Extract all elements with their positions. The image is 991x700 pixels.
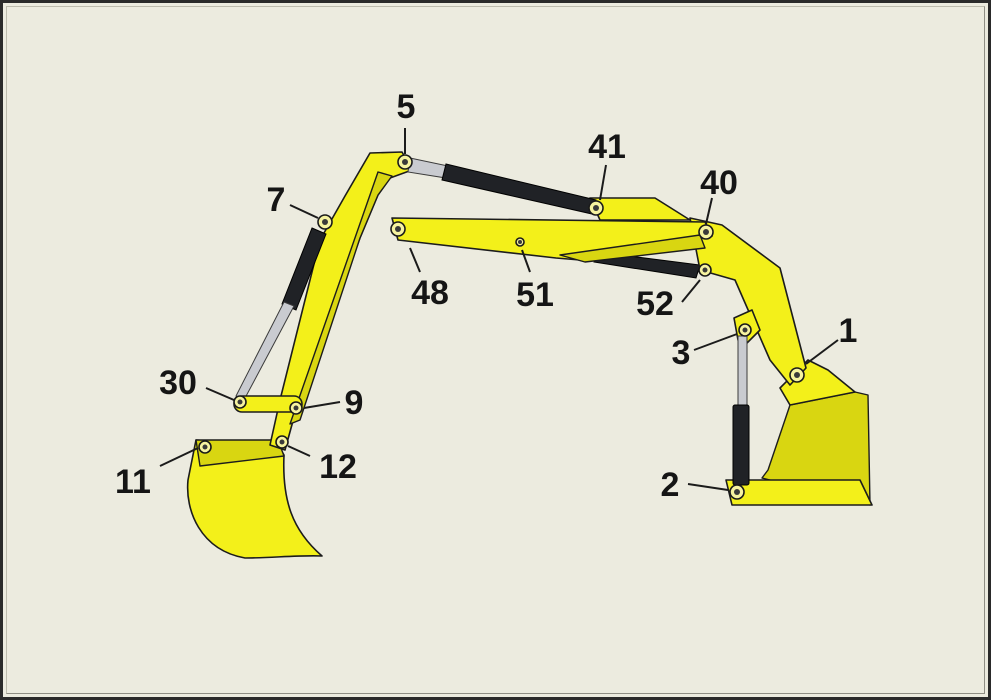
label-11: 11 [115,463,151,501]
pin-48 [390,221,406,237]
leader-40 [705,197,713,225]
pin-41 [588,200,604,216]
pin-2 [729,484,745,500]
label-3: 3 [672,334,691,372]
pin-7 [317,214,333,230]
leader-30 [205,387,235,401]
pin-30 [233,395,247,409]
pin-40 [698,224,714,240]
bucket [186,439,323,559]
main-boom [689,217,807,386]
label-2: 2 [661,466,680,504]
leader-7 [289,204,319,219]
pin-52 [698,263,712,277]
label-41: 41 [588,128,626,166]
upper-beam [391,197,713,263]
leader-11 [159,447,199,467]
leader-9 [303,401,341,409]
label-1: 1 [839,312,858,350]
swing-cylinder-barrel [732,404,750,486]
pin-11 [198,440,212,454]
leader-1 [805,339,839,365]
pin-51 [515,237,525,247]
label-5: 5 [397,88,416,126]
base-plate [725,479,873,506]
label-7: 7 [267,181,286,219]
leader-52 [681,279,701,303]
beam-41-plate [589,197,691,221]
swing-cylinder-rod [737,335,748,411]
label-30: 30 [159,364,197,402]
pin-1 [789,367,805,383]
beam-48-40 [391,217,713,261]
frame-inner-edge [6,6,985,694]
beam-lower-plate [559,234,706,263]
leader-41 [599,164,607,201]
label-48: 48 [411,274,449,312]
boom-lower-arm [689,217,807,386]
leader-lines [159,128,839,491]
bucket-top-plate [195,439,285,467]
arm-cylinder-rod [407,157,449,179]
arm-cylinder-barrel [441,163,597,215]
leader-3 [693,333,738,351]
part-labels: 5 7 48 51 41 40 52 3 1 2 30 9 11 12 [115,88,857,504]
pin-3 [738,323,752,337]
stick-inner [289,171,393,425]
pin-9 [289,401,303,415]
bucket-shell [186,439,323,559]
bucket-cylinder [235,227,327,401]
bucket-cylinder-barrel [281,227,327,311]
label-52: 52 [636,285,674,323]
leader-2 [687,483,729,491]
label-51: 51 [516,276,554,314]
leader-48 [409,247,421,273]
pin-5 [397,154,413,170]
label-40: 40 [700,164,738,202]
leader-51 [521,249,531,273]
pins [198,154,805,500]
arm-cylinder [407,157,597,215]
label-9: 9 [345,384,364,422]
swing-cylinder [732,335,750,486]
pin-12 [275,435,289,449]
leader-12 [287,445,311,457]
label-12: 12 [319,448,357,486]
